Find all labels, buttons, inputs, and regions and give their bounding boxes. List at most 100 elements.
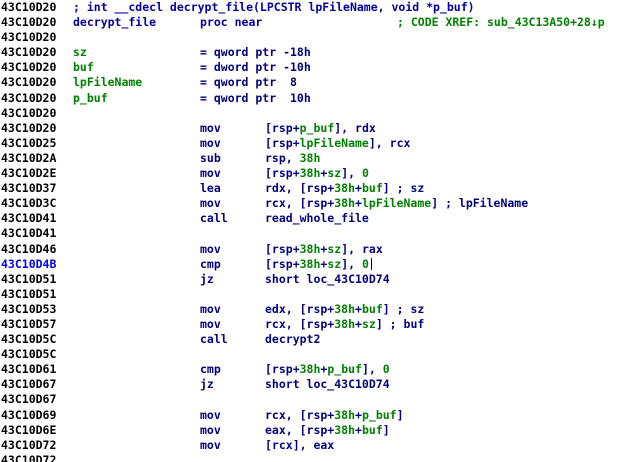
address-label[interactable]: 43C10D69 bbox=[1, 407, 57, 422]
listing-line[interactable]: 43C10D51 bbox=[0, 287, 639, 302]
operand-token: + bbox=[320, 166, 328, 181]
address-label[interactable]: 43C10D20 bbox=[1, 30, 57, 45]
variable-token: p_buf bbox=[361, 407, 397, 422]
address-label[interactable]: 43C10D37 bbox=[1, 181, 57, 196]
operands-column: edx, [rsp+38h+buf] ; sz bbox=[265, 302, 424, 317]
symbol-column: p_buf bbox=[73, 91, 108, 106]
address-label[interactable]: 43C10D72 bbox=[1, 452, 57, 462]
address-label[interactable]: 43C10D51 bbox=[1, 271, 57, 286]
variable-token: sz bbox=[361, 316, 376, 331]
listing-line[interactable]: 43C10D72 bbox=[0, 453, 639, 462]
number-token: 38h bbox=[334, 196, 356, 211]
address-label[interactable]: 43C10D57 bbox=[1, 316, 57, 331]
variable-token: lpFileName bbox=[73, 75, 143, 90]
address-label[interactable]: 43C10D51 bbox=[1, 286, 57, 301]
mnemonic-column: jz bbox=[200, 377, 214, 392]
listing-line[interactable]: 43C10D6E mov eax, [rsp+38h+buf] bbox=[0, 423, 639, 438]
operand-token: mov bbox=[200, 422, 221, 437]
symbol-column: sz bbox=[73, 45, 87, 60]
address-label[interactable]: 43C10D41 bbox=[1, 226, 57, 241]
mnemonic-column: cmp bbox=[200, 362, 221, 377]
mnemonic-column: jz bbox=[200, 272, 214, 287]
address-label[interactable]: 43C10D20 bbox=[1, 90, 57, 105]
operands-column: [rcx], eax bbox=[265, 438, 334, 453]
address-label[interactable]: 43C10D2A bbox=[1, 150, 57, 165]
operand-token: ] ; buf bbox=[375, 316, 425, 331]
address-label[interactable]: 43C10D20 bbox=[1, 120, 57, 135]
address-label[interactable]: 43C10D6E bbox=[1, 422, 57, 437]
listing-line[interactable]: 43C10D67 jz short loc_43C10D74 bbox=[0, 377, 639, 392]
operands-column: [rsp+lpFileName], rcx bbox=[265, 136, 410, 151]
address-label[interactable]: 43C10D41 bbox=[1, 211, 57, 226]
operand-token: + bbox=[355, 422, 362, 437]
operand-token: jz bbox=[200, 377, 214, 392]
variable-token: p_buf bbox=[299, 120, 335, 135]
address-label[interactable]: 43C10D72 bbox=[1, 437, 57, 452]
address-label[interactable]: 43C10D61 bbox=[1, 362, 57, 377]
listing-line[interactable]: 43C10D20; int __cdecl decrypt_file(LPCST… bbox=[0, 0, 639, 15]
address-label[interactable]: 43C10D3C bbox=[1, 196, 57, 211]
address-label[interactable]: 43C10D20 bbox=[1, 15, 57, 30]
address-label[interactable]: 43C10D25 bbox=[1, 135, 57, 150]
operand-token: + bbox=[320, 256, 328, 271]
number-token: 38h bbox=[299, 256, 321, 271]
listing-line[interactable]: 43C10D5C bbox=[0, 347, 639, 362]
operand-token: rsp, bbox=[265, 150, 300, 165]
address-label[interactable]: 43C10D53 bbox=[1, 301, 57, 316]
operand-token: mov bbox=[200, 120, 221, 135]
address-label[interactable]: 43C10D20 bbox=[1, 60, 57, 75]
operands-column: short loc_43C10D74 bbox=[265, 272, 390, 287]
address-label[interactable]: 43C10D5C bbox=[1, 347, 57, 362]
operand-token: + bbox=[355, 407, 362, 422]
address-label[interactable]: 43C10D2E bbox=[1, 166, 57, 181]
listing-line[interactable]: 43C10D51 jz short loc_43C10D74 bbox=[0, 272, 639, 287]
mnemonic-column: call bbox=[200, 332, 228, 347]
listing-line[interactable]: 43C10D20 bbox=[0, 30, 639, 45]
listing-line[interactable]: 43C10D67 bbox=[0, 392, 639, 407]
address-label[interactable]: 43C10D67 bbox=[1, 377, 57, 392]
function-token: short loc_43C10D74 bbox=[265, 377, 390, 392]
variable-token: sz bbox=[327, 241, 342, 256]
listing-line[interactable]: 43C10D20 bbox=[0, 106, 639, 121]
address-label[interactable]: 43C10D5C bbox=[1, 332, 57, 347]
address-label[interactable]: 43C10D20 bbox=[1, 105, 57, 120]
operands-column: eax, [rsp+38h+buf] bbox=[265, 423, 390, 438]
address-label[interactable]: 43C10D67 bbox=[1, 392, 57, 407]
address-label[interactable]: 43C10D20 bbox=[1, 45, 57, 60]
address-label[interactable]: 43C10D20 bbox=[1, 75, 57, 90]
mnemonic-column: cmp bbox=[200, 257, 221, 272]
variable-token: lpFileName bbox=[299, 135, 369, 150]
variable-token: buf bbox=[73, 60, 94, 75]
address-label[interactable]: 43C10D4B bbox=[1, 256, 57, 271]
operands-column: short loc_43C10D74 bbox=[265, 377, 390, 392]
mnemonic-column: proc near bbox=[200, 15, 262, 30]
listing-line[interactable]: 43C10D41 bbox=[0, 226, 639, 241]
address-label[interactable]: 43C10D46 bbox=[1, 241, 57, 256]
operands-column: rcx, [rsp+38h+lpFileName] ; lpFileName bbox=[265, 196, 528, 211]
symbol-column: lpFileName bbox=[73, 75, 142, 90]
operand-token: mov bbox=[200, 241, 221, 256]
address-label[interactable]: 43C10D20 bbox=[1, 0, 57, 14]
variable-token: p_buf bbox=[327, 362, 362, 377]
